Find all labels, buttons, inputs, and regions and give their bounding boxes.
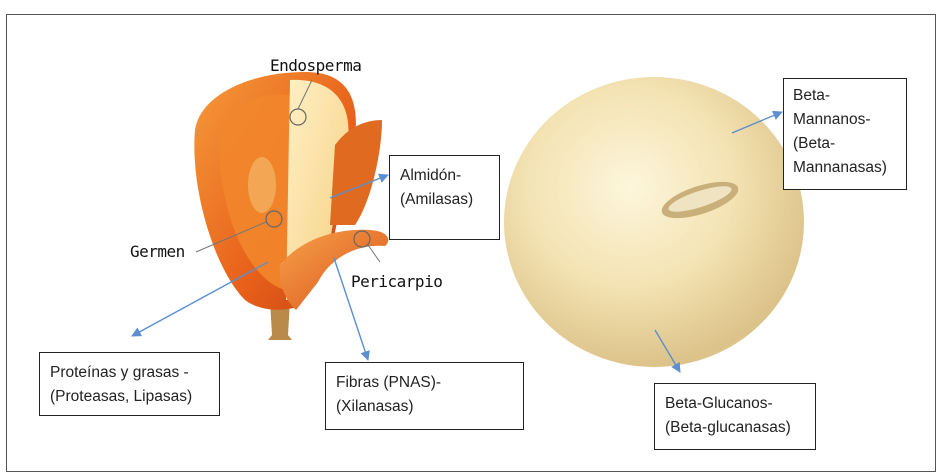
box-almidon-line-2: (Amilasas) [400, 188, 489, 212]
box-proteinas-line-2: (Proteasas, Lipasas) [50, 385, 209, 409]
box-fibras: Fibras (PNAS)- (Xilanasas) [325, 362, 524, 430]
box-beta-glucanos: Beta-Glucanos- (Beta-glucanasas) [654, 383, 816, 450]
box-beta-mannanos-line-4: Mannanasas) [793, 156, 897, 180]
box-almidon: Almidón- (Amilasas) [389, 155, 500, 240]
box-almidon-line-1: Almidón- [400, 164, 489, 188]
box-proteinas: Proteínas y grasas - (Proteasas, Lipasas… [39, 352, 220, 416]
box-beta-mannanos-line-3: (Beta- [793, 132, 897, 156]
box-fibras-line-1: Fibras (PNAS)- [336, 371, 513, 395]
box-beta-mannanos-line-1: Beta- [793, 84, 897, 108]
box-proteinas-line-1: Proteínas y grasas - [50, 361, 209, 385]
corn-kernel-icon [194, 72, 388, 340]
pericarp-leader-line [368, 245, 380, 262]
soybean-icon [504, 77, 804, 367]
germ-region [248, 157, 276, 213]
label-germen: Germen [130, 242, 185, 261]
box-beta-glucanos-line-1: Beta-Glucanos- [665, 392, 805, 416]
soybean-body [504, 77, 804, 367]
label-endosperma: Endosperma [270, 56, 361, 75]
box-beta-mannanos: Beta- Mannanos- (Beta- Mannanasas) [783, 78, 907, 190]
box-beta-mannanos-line-2: Mannanos- [793, 108, 897, 132]
label-pericarpio: Pericarpio [351, 272, 442, 291]
box-beta-glucanos-line-2: (Beta-glucanasas) [665, 416, 805, 440]
box-fibras-line-2: (Xilanasas) [336, 395, 513, 419]
